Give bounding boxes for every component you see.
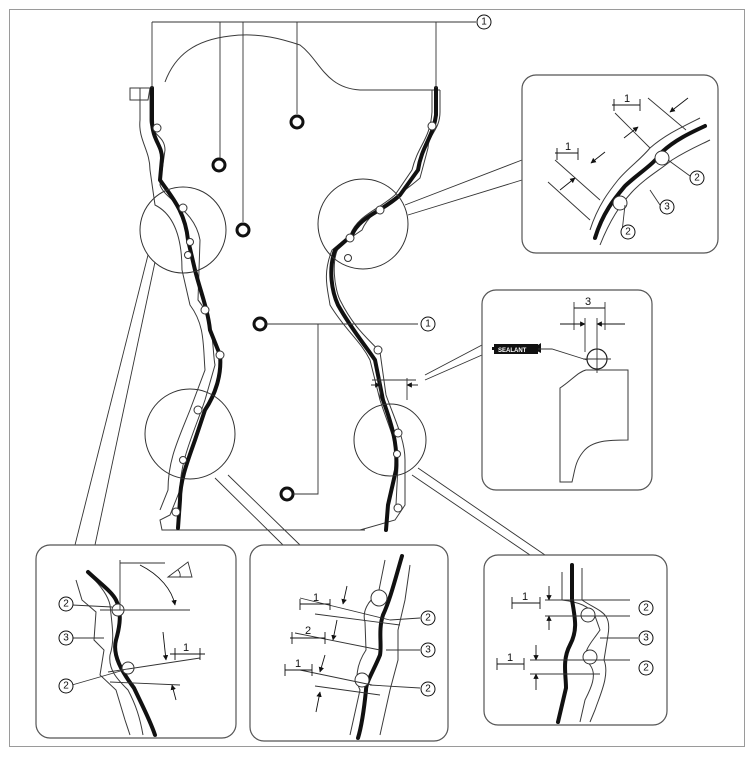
svg-text:1: 1 (313, 592, 319, 604)
svg-text:2: 2 (643, 663, 649, 674)
svg-text:1: 1 (522, 591, 528, 603)
svg-text:2: 2 (63, 599, 69, 610)
svg-text:2: 2 (63, 681, 69, 692)
detail-panel-sealant: 3 SEALANT (481, 289, 653, 491)
svg-text:1: 1 (565, 141, 571, 153)
callout-1-top-leaders (151, 21, 476, 222)
svg-text:2: 2 (643, 603, 649, 614)
callout-1-middle: 1 (420, 316, 436, 332)
flange-holes (152, 121, 437, 517)
svg-text:2: 2 (425, 613, 431, 624)
detail-panel-bottom-right: 1 1 2 3 2 (483, 554, 668, 726)
magnifier-circles (139, 178, 427, 480)
svg-text:SEALANT: SEALANT (498, 348, 527, 354)
detail-panel-top-right: 1 1 2 3 2 (521, 74, 719, 254)
svg-text:2: 2 (305, 625, 311, 637)
svg-text:1: 1 (183, 642, 189, 654)
sealant-bolt-holes (211, 114, 305, 502)
detail-panel-bottom-middle: 1 2 1 2 3 2 (249, 544, 449, 742)
detail-panel-bottom-left: 1 2 3 2 (35, 544, 237, 739)
svg-text:2: 2 (694, 173, 700, 184)
svg-text:1: 1 (295, 658, 301, 670)
main-dimension-arrows (371, 378, 418, 400)
svg-text:1: 1 (425, 319, 431, 330)
svg-text:3: 3 (585, 296, 591, 308)
svg-text:1: 1 (481, 17, 487, 28)
svg-text:1: 1 (624, 93, 630, 105)
callout-1-top: 1 (476, 14, 492, 30)
callout-1-middle-leaders (266, 323, 418, 495)
svg-text:3: 3 (664, 202, 670, 213)
main-sealant-bead (150, 86, 438, 532)
svg-text:1: 1 (507, 652, 513, 664)
svg-text:2: 2 (625, 227, 631, 238)
svg-text:3: 3 (643, 633, 649, 644)
svg-text:2: 2 (425, 684, 431, 695)
svg-text:3: 3 (63, 633, 69, 644)
svg-text:3: 3 (425, 645, 431, 656)
detail-connectors (74, 159, 546, 556)
